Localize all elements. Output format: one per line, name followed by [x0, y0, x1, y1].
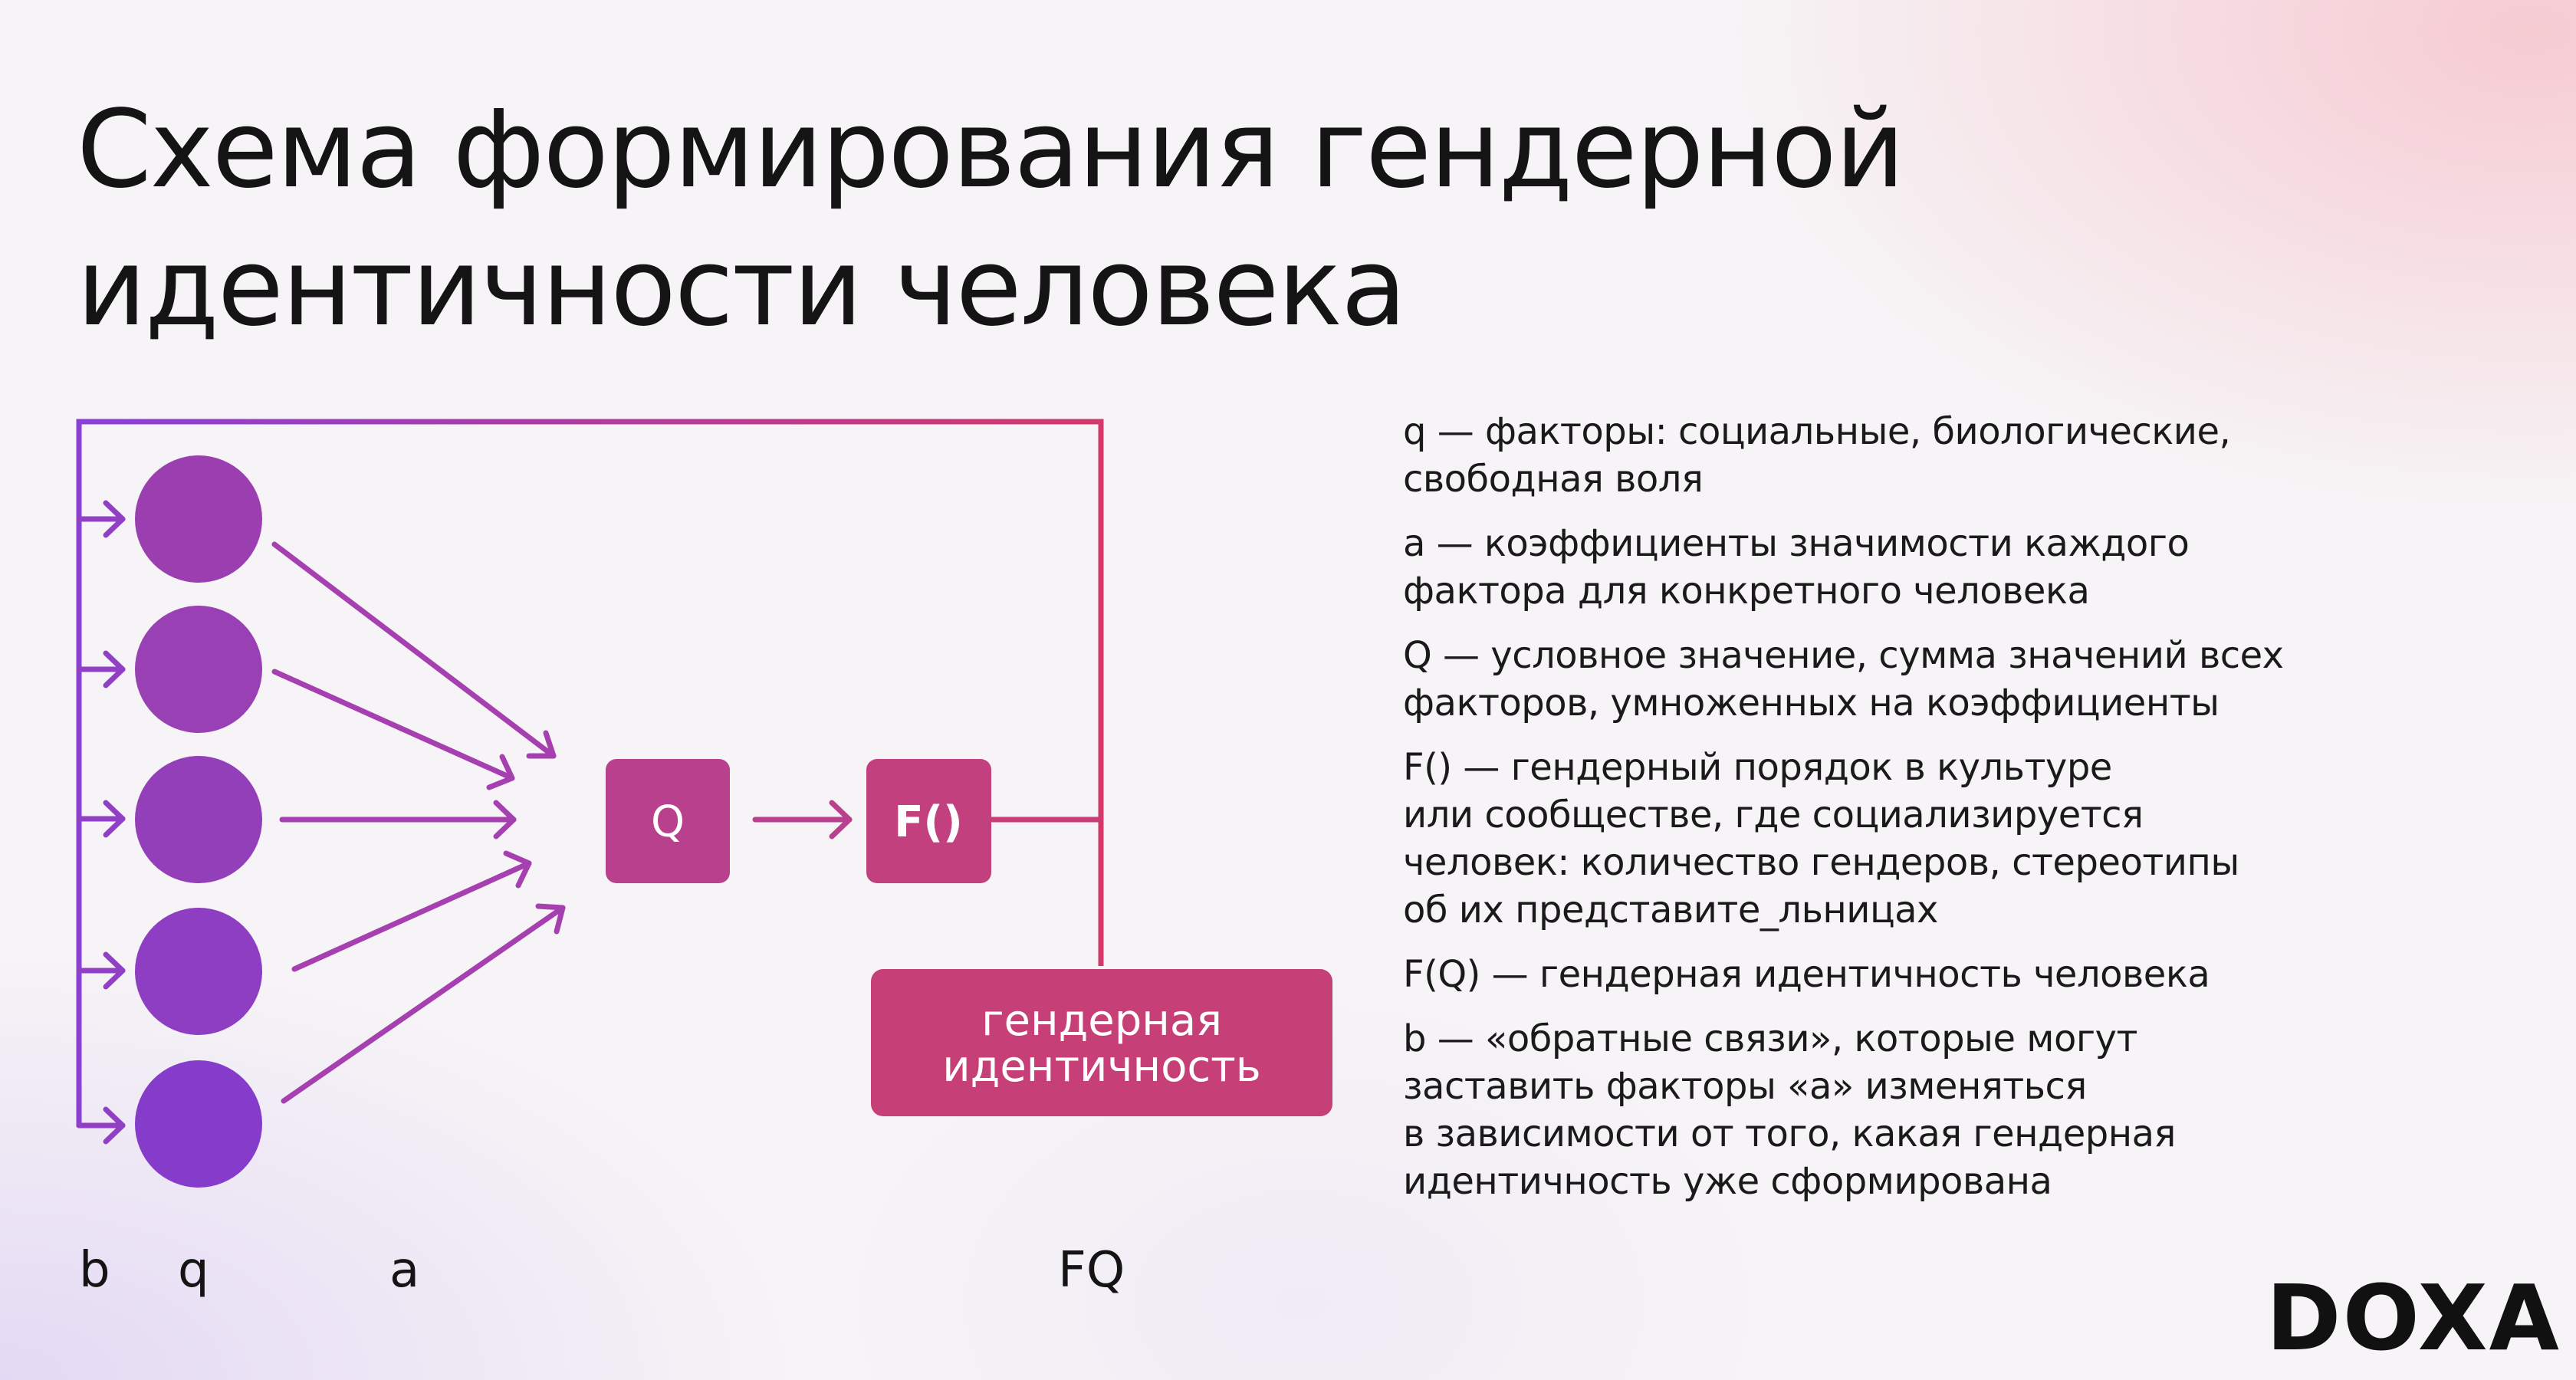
- factor-circles: [135, 455, 262, 1188]
- label-q: q: [178, 1242, 209, 1299]
- label-fq: FQ: [1058, 1242, 1125, 1299]
- coefficient-arrow-3: [279, 800, 517, 840]
- feedback-arrow-5: [76, 1106, 126, 1145]
- factor-circle-4: [135, 908, 262, 1035]
- legend-item-fq: F(Q) — гендерная идентичность человека: [1403, 953, 2210, 996]
- factor-circle-3: [135, 756, 262, 883]
- legend: q — факторы: социальные, биологические, …: [1403, 408, 2553, 1222]
- feedback-arrow-2: [76, 650, 126, 688]
- feedback-arrow-4: [76, 951, 126, 990]
- coefficient-arrow-5: [281, 903, 566, 1104]
- gender-identity-line-2: идентичность: [942, 1042, 1261, 1092]
- coefficient-arrow-1: [271, 541, 557, 759]
- legend-item-b: b — «обратные связи», которые могут заст…: [1403, 1017, 2176, 1203]
- legend-item-a: a — коэффициенты значимости каждого факт…: [1403, 522, 2190, 613]
- q-to-f-arrow: [752, 800, 853, 840]
- factor-circle-2: [135, 606, 262, 733]
- coefficient-arrow-4: [291, 850, 532, 972]
- q-box: [606, 759, 730, 883]
- legend-item-Q: Q — условное значение, сумма значений вс…: [1403, 634, 2284, 724]
- feedback-arrow-1: [76, 500, 126, 538]
- f-box-label: F(): [894, 797, 962, 847]
- q-box-label: Q: [651, 797, 685, 847]
- factor-circle-1: [135, 455, 262, 583]
- feedback-arrow-3: [76, 800, 126, 838]
- label-b: b: [79, 1242, 110, 1299]
- doxa-logo: DOXA: [2266, 1265, 2561, 1371]
- gender-identity-line-1: гендерная: [981, 996, 1222, 1046]
- label-a: a: [389, 1242, 419, 1299]
- gender-identity-box: [871, 969, 1332, 1116]
- title-line-1: Схема формирования гендерной: [77, 87, 1905, 212]
- feedback-loop-line: [76, 419, 1104, 1127]
- legend-item-q: q — факторы: социальные, биологические, …: [1403, 410, 2231, 501]
- coefficient-arrow-2: [271, 669, 515, 790]
- legend-item-f: F() — гендерный порядок в культуре или с…: [1403, 746, 2239, 932]
- coefficient-arrows: [271, 541, 566, 1104]
- feedback-arrows: [76, 500, 126, 1145]
- page-title: Схема формирования гендерной идентичност…: [77, 81, 2300, 357]
- f-box: [866, 759, 991, 883]
- gender-identity-diagram: Q F() гендерная идентичность b q a FQ: [76, 419, 1332, 1299]
- title-line-2: идентичности человека: [77, 225, 1407, 350]
- factor-circle-5: [135, 1060, 262, 1188]
